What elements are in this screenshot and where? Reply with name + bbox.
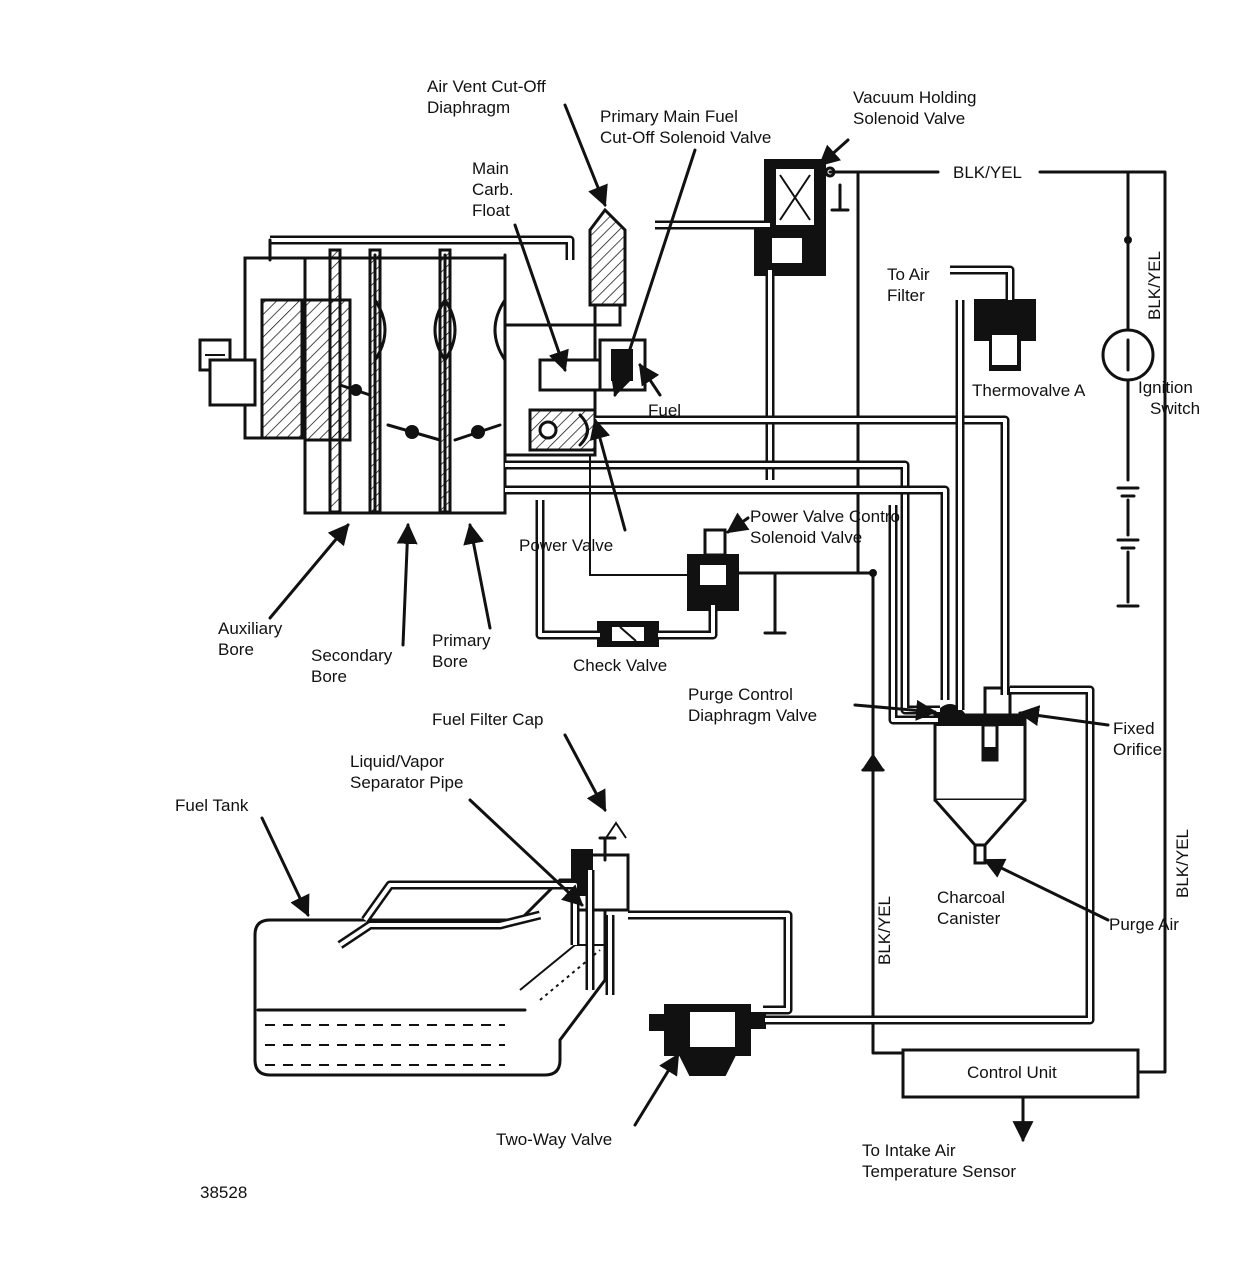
leader-lines [260, 103, 1110, 1127]
label-purge-air: Purge Air [1109, 915, 1179, 934]
label-primary-main-fuel-line1: Primary Main Fuel [600, 107, 738, 126]
label-blk-yel-right-lower: BLK/YEL [1173, 829, 1192, 898]
label-secondary-bore-line1: Secondary [311, 646, 393, 665]
thermovalve-a [950, 265, 1036, 371]
label-ignition-switch-line1: Ignition [1138, 378, 1193, 397]
label-air-vent-cutoff-line1: Air Vent Cut-Off [427, 77, 546, 96]
power-valve-control-solenoid [687, 528, 872, 635]
label-vacuum-holding-line2: Solenoid Valve [853, 109, 965, 128]
label-blk-yel-top: BLK/YEL [953, 163, 1022, 182]
label-to-intake-air-line1: To Intake Air [862, 1141, 956, 1160]
hoses [361, 220, 1095, 1025]
control-unit [901, 1048, 1140, 1099]
label-vacuum-holding-line1: Vacuum Holding [853, 88, 976, 107]
label-charcoal-canister-line2: Canister [937, 909, 1001, 928]
label-fuel: Fuel [648, 401, 681, 420]
label-power-valve-control-line1: Power Valve Control [750, 507, 904, 526]
two-way-valve [649, 1004, 766, 1076]
label-auxiliary-bore-line2: Bore [218, 640, 254, 659]
check-valve [597, 621, 659, 647]
label-main-carb-float-line3: Float [472, 201, 510, 220]
label-fuel-filter-cap: Fuel Filter Cap [432, 710, 543, 729]
figure-number: 38528 [200, 1183, 247, 1202]
label-purge-control-line1: Purge Control [688, 685, 793, 704]
vacuum-holding-solenoid [754, 159, 850, 276]
label-air-vent-cutoff-line2: Diaphragm [427, 98, 510, 117]
label-two-way-valve: Two-Way Valve [496, 1130, 612, 1149]
label-power-valve: Power Valve [519, 536, 613, 555]
label-to-air-filter-line1: To Air [887, 265, 930, 284]
label-primary-main-fuel-line2: Cut-Off Solenoid Valve [600, 128, 771, 147]
label-blk-yel-left-lower: BLK/YEL [875, 896, 894, 965]
ignition-switch [1101, 328, 1155, 608]
label-main-carb-float-line2: Carb. [472, 180, 514, 199]
label-to-intake-air-line2: Temperature Sensor [862, 1162, 1016, 1181]
label-fixed-orifice-line1: Fixed [1113, 719, 1155, 738]
label-charcoal-canister-line1: Charcoal [937, 888, 1005, 907]
label-ignition-switch-line2: Switch [1150, 399, 1200, 418]
label-to-air-filter-line2: Filter [887, 286, 925, 305]
label-primary-bore-line1: Primary [432, 631, 491, 650]
fuel-tank [253, 821, 630, 1077]
label-primary-bore-line2: Bore [432, 652, 468, 671]
label-check-valve: Check Valve [573, 656, 667, 675]
label-blk-yel-right-upper: BLK/YEL [1145, 251, 1164, 320]
label-liquid-vapor-line1: Liquid/Vapor [350, 752, 445, 771]
label-fuel-tank: Fuel Tank [175, 796, 249, 815]
wiring [828, 170, 1167, 1143]
label-control-unit: Control Unit [967, 1063, 1057, 1082]
label-power-valve-control-line2: Solenoid Valve [750, 528, 862, 547]
label-purge-control-line2: Diaphragm Valve [688, 706, 817, 725]
carburetor [198, 207, 647, 515]
label-liquid-vapor-line2: Separator Pipe [350, 773, 463, 792]
labels: Air Vent Cut-Off Diaphragm Primary Main … [175, 77, 1200, 1202]
label-main-carb-float-line1: Main [472, 159, 509, 178]
label-thermovalve-a: Thermovalve A [972, 381, 1086, 400]
label-fixed-orifice-line2: Orifice [1113, 740, 1162, 759]
label-auxiliary-bore-line1: Auxiliary [218, 619, 283, 638]
label-secondary-bore-line2: Bore [311, 667, 347, 686]
charcoal-canister [933, 686, 1027, 865]
